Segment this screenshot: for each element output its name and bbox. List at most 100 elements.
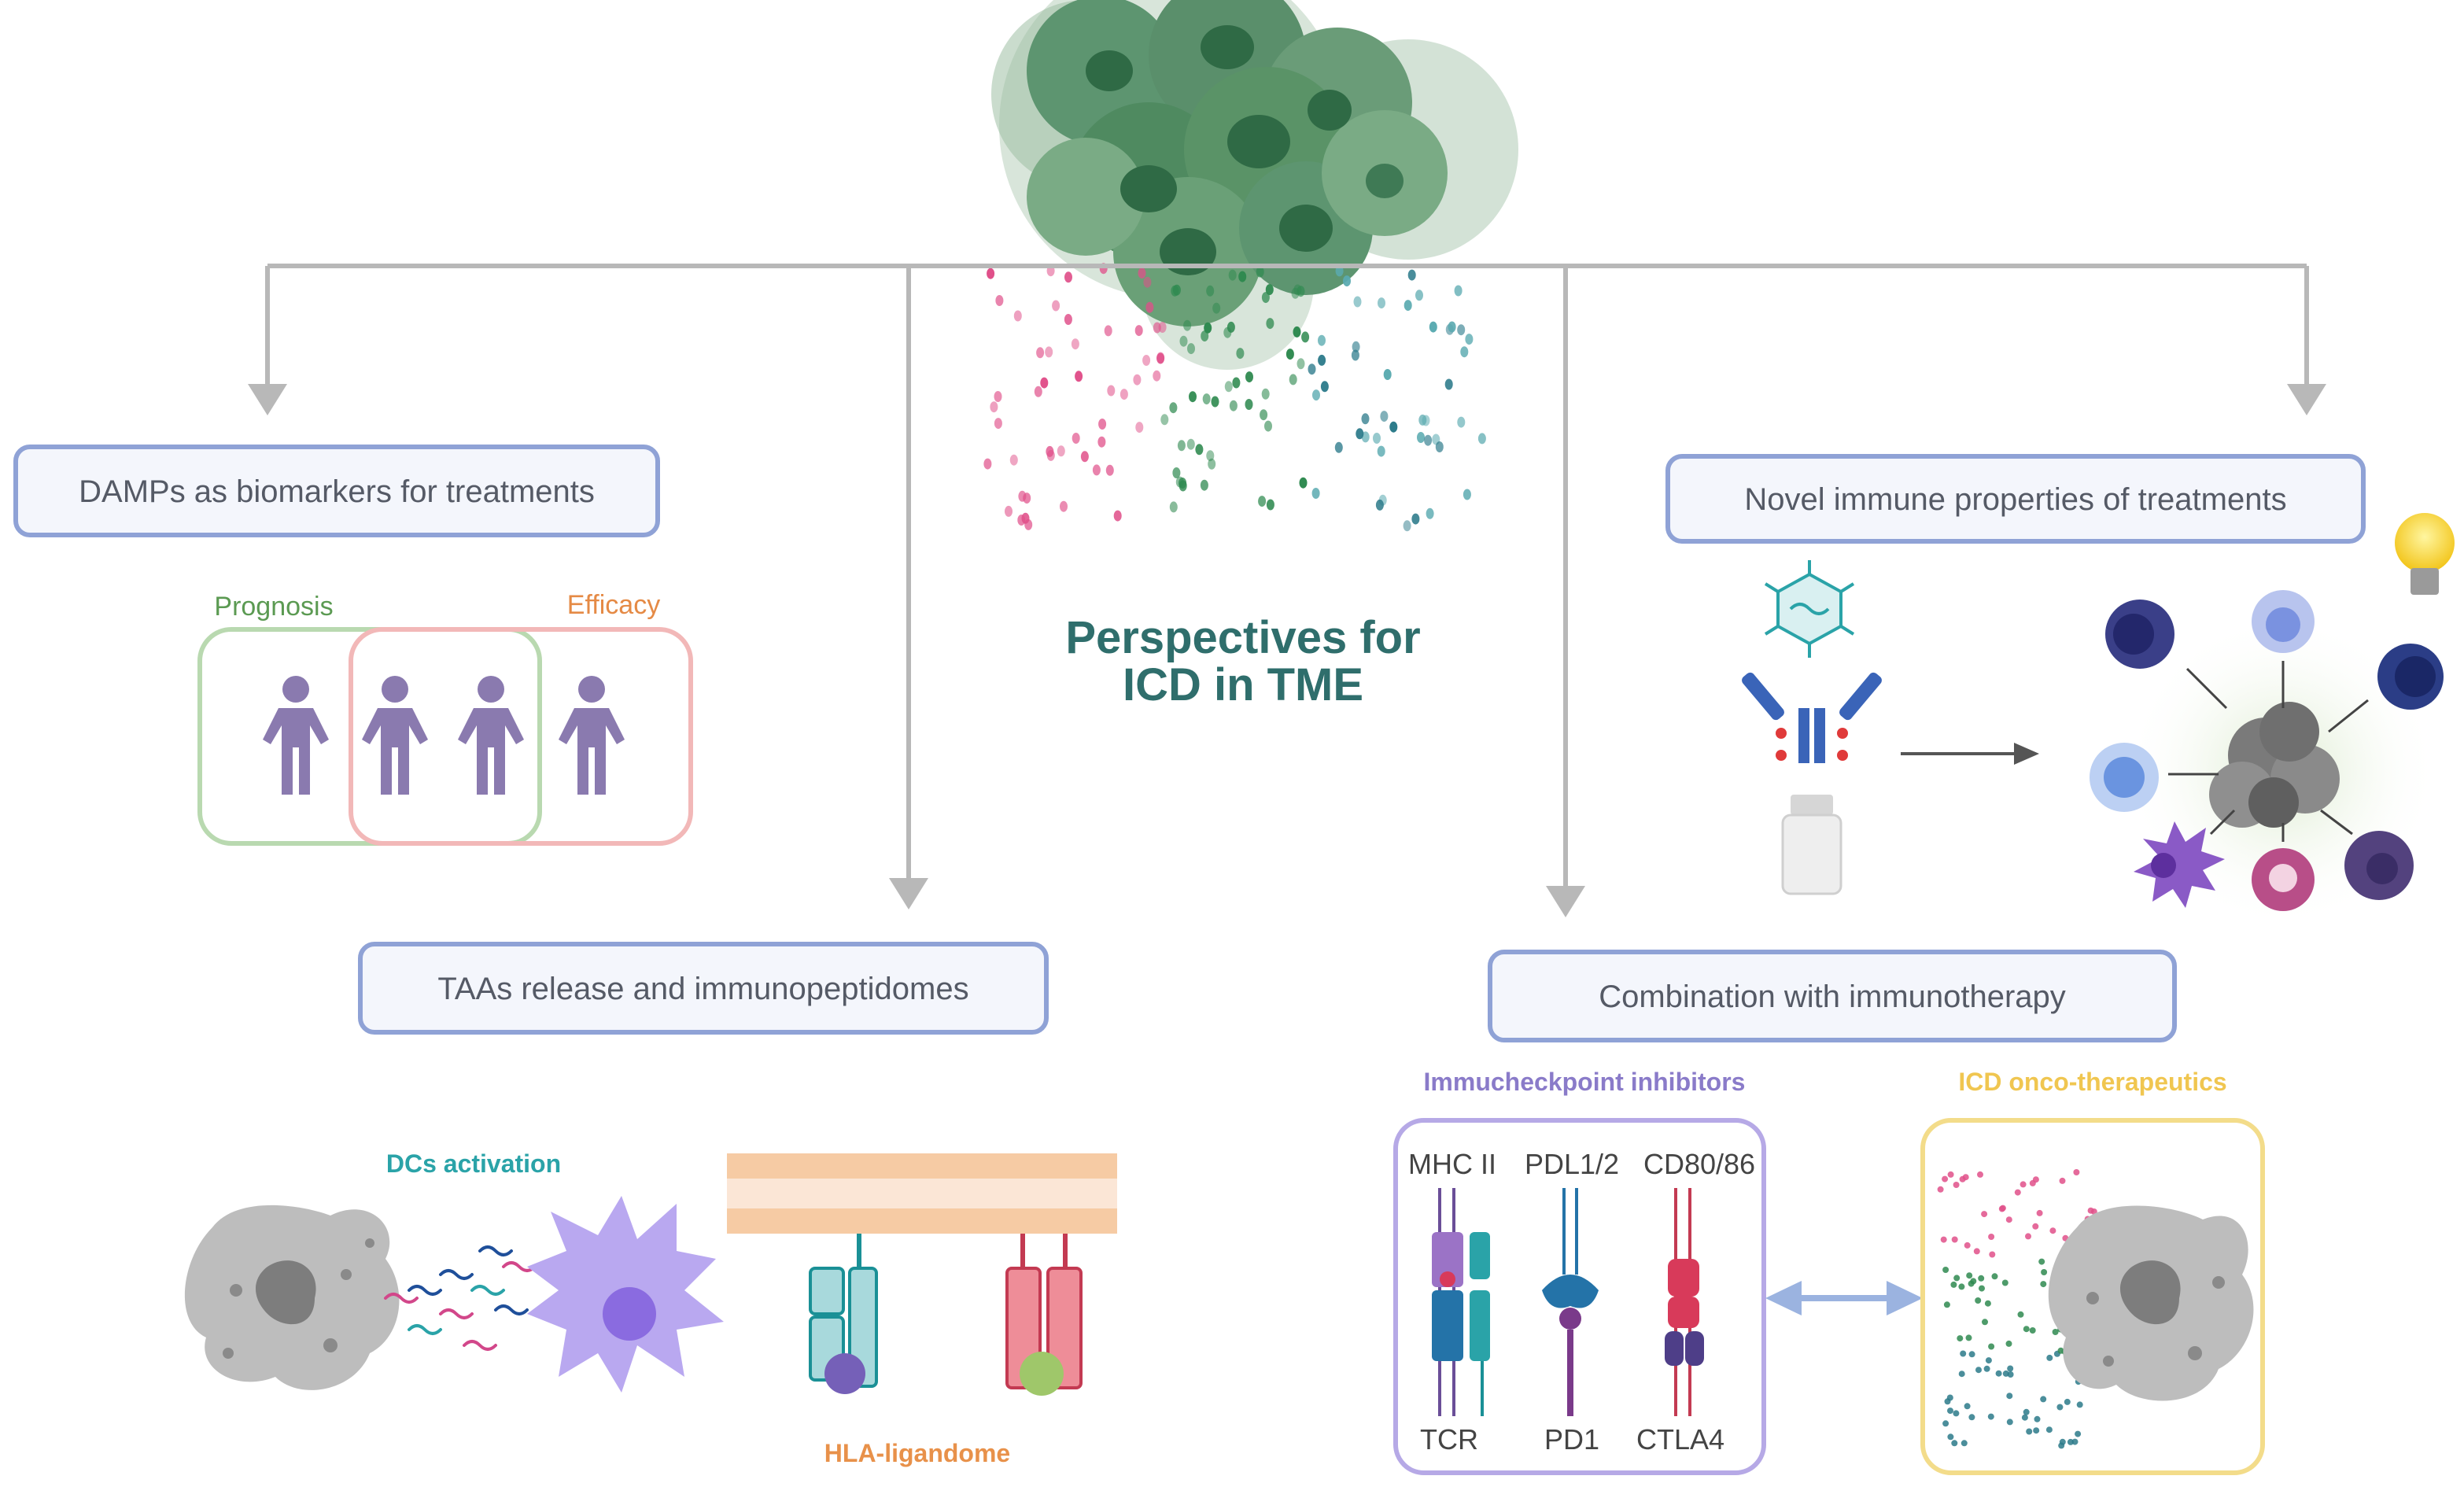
damp-dot (1226, 321, 1235, 333)
damp-dot (1361, 413, 1370, 425)
bottom-label-2: CTLA4 (1636, 1423, 1724, 1456)
icd-dot (1979, 1285, 1985, 1292)
icd-dot (1961, 1440, 1968, 1447)
icd-dot (2026, 1428, 2033, 1435)
icd-dot (1953, 1410, 1960, 1417)
damp-dot (1097, 436, 1106, 448)
damp-dot (1457, 324, 1466, 336)
icd-dot (1987, 1413, 1994, 1420)
combination-box: Combination with immunotherapy (1488, 950, 2177, 1042)
antigen-fragments (384, 1245, 537, 1351)
dcs-activation-label: DCs activation (386, 1149, 561, 1178)
damp-dot (1202, 393, 1211, 405)
icd-dot (1942, 1267, 1949, 1273)
icd-dot (1953, 1182, 1960, 1188)
icd-dot (1942, 1175, 1949, 1182)
damp-dot (1353, 296, 1362, 308)
damp-dot (1160, 414, 1169, 426)
icd-dot (1940, 1236, 1947, 1243)
damp-dot (1204, 322, 1212, 334)
pdl1-pd1-receptor-icon (1542, 1188, 1599, 1416)
icd-dot (2020, 1181, 2027, 1188)
icd-dot (1957, 1335, 1964, 1342)
immune-cell-icon (2252, 848, 2315, 911)
dendritic-cell-icon (527, 1196, 724, 1393)
damp-dot (1195, 444, 1204, 456)
cell-membrane (727, 1153, 1117, 1234)
damp-dot (1224, 381, 1233, 393)
damp-dot (1426, 507, 1434, 519)
icd-dot (2059, 1177, 2066, 1184)
damp-dot (1171, 285, 1179, 297)
icd-dot (2007, 1365, 2014, 1372)
damp-dot (1052, 300, 1060, 312)
damp-dot (1266, 499, 1274, 511)
person-icon (559, 676, 625, 795)
icd-dot (2006, 1393, 2013, 1400)
damp-dot (1245, 371, 1253, 383)
damp-dot (1429, 321, 1437, 333)
damp-dot (1107, 385, 1116, 397)
damp-dot (1071, 338, 1079, 350)
damp-dot (1383, 369, 1392, 380)
icd-dot (1989, 1251, 1996, 1258)
damp-dot (1377, 445, 1385, 457)
icd-dot (2005, 1216, 2012, 1223)
icd-dot (2045, 1426, 2053, 1433)
icd-dot (2052, 1329, 2059, 1335)
damp-dot (1477, 433, 1486, 445)
damp-dot (1444, 378, 1453, 390)
damp-dot (995, 295, 1004, 306)
damp-dot (1417, 432, 1425, 443)
damp-dot (1245, 399, 1253, 410)
icd-dot (2075, 1430, 2082, 1437)
damp-dot (1266, 318, 1274, 330)
icd-dot (2014, 1189, 2021, 1196)
inhibitors-title: Immucheckpoint inhibitors (1424, 1068, 1746, 1096)
damp-dot (1045, 346, 1053, 358)
damp-dot (1258, 496, 1267, 507)
icd-dot (1968, 1351, 1975, 1358)
icd-dot (1981, 1211, 1988, 1218)
damp-dot (1169, 402, 1178, 414)
damp-dot (1186, 438, 1195, 450)
icd-dot (1988, 1234, 1995, 1240)
damp-dot (1289, 374, 1297, 386)
damp-dot (1119, 389, 1128, 400)
damp-dot (1407, 269, 1416, 281)
icd-dot (1960, 1350, 1967, 1357)
icd-therapeutics-title: ICD onco-therapeutics (1958, 1068, 2226, 1096)
damp-dot (1153, 370, 1161, 382)
icd-dot (1950, 1281, 1957, 1288)
damp-dot (1201, 330, 1209, 342)
damp-dot (1023, 493, 1031, 504)
damp-dot (1356, 428, 1364, 440)
icd-dot (2032, 1176, 2039, 1183)
damp-dot (1334, 441, 1343, 453)
taas-box: TAAs release and immunopeptidomes (358, 942, 1049, 1035)
damp-dot (1232, 377, 1241, 389)
damps-box: DAMPs as biomarkers for treatments (13, 445, 660, 537)
damp-dot (1265, 284, 1274, 296)
damp-dot (1156, 352, 1165, 363)
top-label-1: PDL1/2 (1525, 1148, 1619, 1180)
damp-dot (1179, 480, 1187, 492)
icd-dot (1984, 1300, 1991, 1307)
damp-dot (1378, 297, 1385, 309)
damp-dot (1134, 325, 1143, 337)
damp-dot (1169, 501, 1178, 513)
icd-dot (2073, 1169, 2080, 1175)
icd-dot (2058, 1442, 2065, 1449)
icd-dot (2023, 1326, 2030, 1333)
damp-dot (1415, 290, 1423, 301)
immune-cell-icon (2252, 590, 2315, 653)
damp-dot (1009, 454, 1018, 466)
diagram-title-line1: Perspectives for (1065, 612, 1420, 663)
taas-box-label: TAAs release and immunopeptidomes (437, 972, 968, 1006)
icd-dot (2041, 1269, 2048, 1275)
drug-vial-icon (1781, 795, 1842, 895)
patient-group (263, 676, 625, 795)
damp-dot (1142, 355, 1151, 366)
damp-dot (1236, 348, 1245, 360)
person-icon (362, 676, 428, 795)
